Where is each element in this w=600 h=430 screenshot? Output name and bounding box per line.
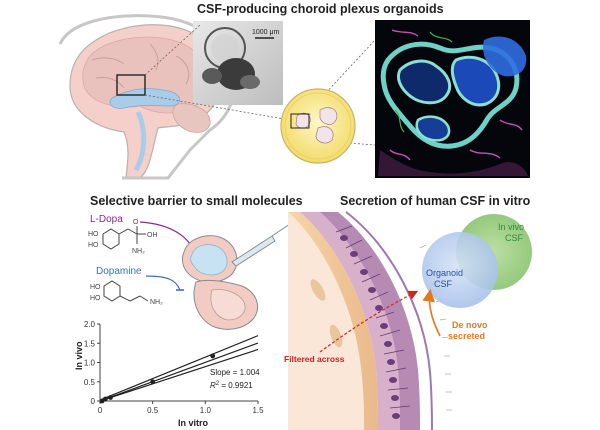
- ldopa-molecule: L-Dopa O OH NH₂ HO HO: [88, 214, 199, 259]
- ldopa-nh2-label: NH₂: [132, 248, 145, 255]
- secretion-title: Secretion of human CSF in vitro: [340, 194, 531, 208]
- annotation-r2-exp: 2: [216, 381, 220, 387]
- ldopa-o-label: O: [133, 219, 139, 226]
- fit-line: [99, 342, 259, 402]
- x-tick-label: 0.5: [147, 406, 159, 415]
- data-point: [102, 396, 108, 402]
- dopamine-label: Dopamine: [96, 266, 142, 277]
- data-point: [108, 395, 113, 400]
- dopamine-ho1-label: HO: [90, 284, 101, 291]
- dopamine-ho2-label: HO: [90, 295, 101, 302]
- filtered-arrow: [319, 290, 419, 353]
- fit-band-upper: [99, 335, 259, 401]
- y-tick-label: 0.5: [84, 378, 96, 387]
- y-tick-label: 1.5: [84, 339, 96, 348]
- y-tick-label: 0: [91, 397, 96, 406]
- denovo-label-2: secreted: [448, 331, 485, 341]
- x-tick-label: 0: [98, 406, 103, 415]
- chart-ticks: 0 0.5 1.0 1.5 0 0.5 1.0 1.5 2.0: [84, 320, 264, 415]
- filtered-label: Filtered across: [284, 354, 345, 364]
- fit-band-lower: [99, 348, 259, 402]
- data-point: [150, 379, 156, 385]
- dopamine-molecule: Dopamine NH₂ HO HO: [90, 266, 184, 306]
- annotation-r2: R2 = 0.9921: [210, 381, 253, 390]
- brain-illustration: [58, 14, 237, 180]
- annotation-slope: Slope = 1.004: [210, 368, 260, 377]
- data-point: [210, 353, 216, 359]
- ldopa-label: L-Dopa: [90, 214, 123, 225]
- y-tick-label: 2.0: [84, 320, 96, 329]
- x-tick-label: 1.5: [252, 406, 264, 415]
- organoid-micrograph: 1000 μm: [193, 21, 283, 105]
- annotation-r2-prefix: R: [210, 381, 216, 390]
- main-title: CSF-producing choroid plexus organoids: [197, 2, 444, 16]
- culture-dish: [280, 88, 356, 164]
- denovo-label-1: De novo: [452, 320, 488, 330]
- y-axis-label: In vivo: [74, 341, 84, 370]
- barrier-title: Selective barrier to small molecules: [90, 194, 303, 208]
- brain-zoom-box: [116, 74, 146, 96]
- x-tick-label: 1.0: [200, 406, 212, 415]
- organoid-injection-illustration: [181, 223, 291, 330]
- dish-zoom-box: [290, 113, 310, 129]
- invivo-label-2: CSF: [505, 233, 524, 243]
- csf-venn-diagram: In vivo CSF Organoid CSF: [422, 214, 532, 308]
- epithelium-illustration: [288, 211, 452, 430]
- ldopa-ho1-label: HO: [88, 231, 99, 238]
- annotation-r2-value: = 0.9921: [219, 381, 253, 390]
- dopamine-nh2-label: NH₂: [150, 299, 163, 306]
- ldopa-ho2-label: HO: [88, 242, 99, 249]
- denovo-arrow: [422, 288, 441, 337]
- y-tick-label: 1.0: [84, 359, 96, 368]
- chart-fit-band: [99, 335, 259, 402]
- organoid-label-2: CSF: [434, 279, 453, 289]
- ldopa-oh-label: OH: [147, 232, 158, 239]
- invivo-label-1: In vivo: [498, 222, 524, 232]
- x-axis-label: In vitro: [178, 418, 209, 428]
- chart-points: [99, 353, 216, 404]
- fluorescence-image: [375, 20, 530, 178]
- scale-bar-label: 1000 μm: [252, 29, 280, 36]
- organoid-label-1: Organoid: [426, 268, 463, 278]
- scatter-chart: 0 0.5 1.0 1.5 0 0.5 1.0 1.5 2.0 Slope = 1.004 R2…: [74, 320, 264, 428]
